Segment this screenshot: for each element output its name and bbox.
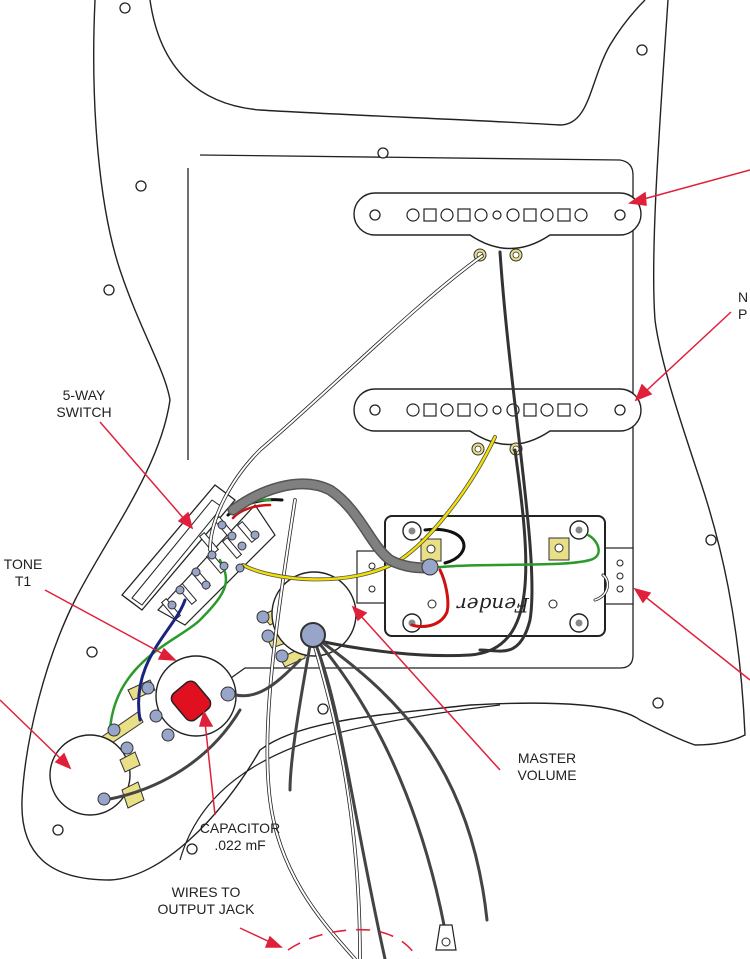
capacitor — [170, 680, 212, 722]
tone-label-line2: T1 — [14, 573, 32, 589]
switch-label-line2: SWITCH — [56, 404, 112, 420]
screw-hole — [86, 646, 98, 658]
edge-fragment-label: N P — [738, 289, 750, 323]
edge-fragment-line1: N — [738, 289, 749, 305]
screw-hole — [135, 180, 147, 192]
master-volume-label-line2: VOLUME — [517, 767, 577, 783]
output-label-line2: OUTPUT JACK — [157, 901, 255, 917]
screw-hole — [103, 284, 115, 296]
capacitor-label-line1: CAPACITOR — [199, 820, 281, 836]
humbucker-lug — [420, 537, 570, 562]
master-volume-label-line1: MASTER — [517, 750, 577, 766]
lower-tone-pot — [49, 734, 145, 816]
bridge-humbucker — [356, 515, 634, 637]
screw-hole — [705, 534, 717, 546]
output-label: WIRES TO OUTPUT JACK — [146, 884, 266, 918]
five-way-switch — [121, 484, 276, 626]
capacitor-label: CAPACITOR .022 mF — [185, 820, 295, 854]
neck-pickup — [353, 192, 642, 262]
capacitor-label-line2: .022 mF — [214, 837, 266, 853]
screw-hole — [186, 843, 198, 855]
switch-label-line1: 5-WAY — [62, 387, 106, 403]
master-volume-pot — [261, 571, 357, 668]
screw-hole — [317, 703, 329, 715]
screw-hole — [652, 697, 664, 709]
switch-label: 5-WAY SWITCH — [52, 387, 116, 421]
middle-pickup — [353, 388, 642, 456]
output-jack-lug — [435, 924, 457, 951]
screw-holes — [52, 2, 717, 855]
tone-label: TONE T1 — [0, 556, 46, 590]
screw-hole — [52, 824, 64, 836]
solder-joints — [97, 520, 439, 806]
humbucker-brand: Fender — [456, 593, 530, 617]
pickguard-route-outline — [199, 154, 634, 701]
master-volume-label: MASTER VOLUME — [505, 750, 589, 784]
output-label-line1: WIRES TO — [171, 884, 241, 900]
leader-arrows — [0, 169, 750, 948]
pickguard-bottom-cutout — [179, 704, 501, 861]
tone-label-line1: TONE — [3, 556, 43, 572]
pickguard-neck-cutout — [149, 0, 646, 126]
output-jack-outline — [287, 928, 419, 959]
screw-hole — [119, 2, 131, 14]
wires — [103, 250, 609, 959]
screw-hole — [377, 147, 389, 159]
screw-hole — [636, 44, 648, 56]
edge-fragment-line2: P — [738, 306, 748, 322]
